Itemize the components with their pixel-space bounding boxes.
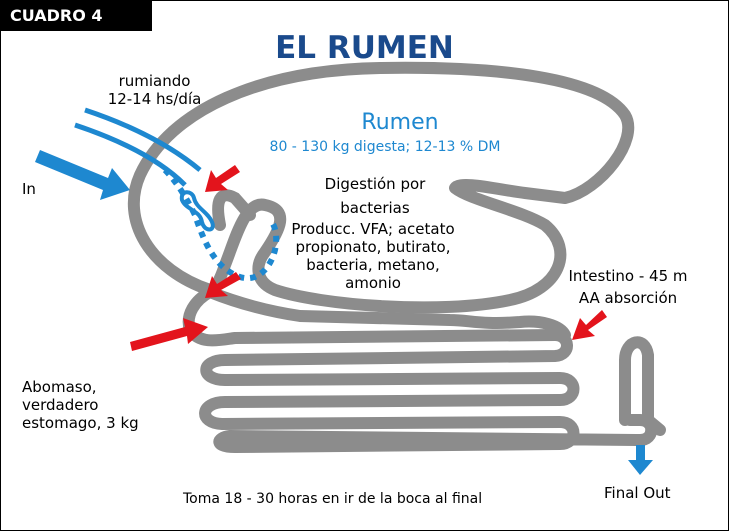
rumen-stats: 80 - 130 kg digesta; 12-13 % DM bbox=[269, 139, 501, 155]
esophagus-line-1 bbox=[74, 122, 187, 187]
rumen-sac bbox=[127, 61, 635, 314]
in-label: In bbox=[22, 180, 36, 198]
intestine-coils bbox=[182, 286, 658, 453]
arrow-abomaso bbox=[130, 318, 208, 351]
digestion-label: Digestión por bacterias bbox=[324, 175, 426, 217]
in-arrow bbox=[35, 150, 130, 200]
toma-label: Toma 18 - 30 horas en ir de la boca al f… bbox=[183, 491, 483, 507]
arrow-intestine bbox=[572, 310, 607, 340]
final-out-arrow bbox=[628, 445, 653, 475]
rumen-inner-fold bbox=[212, 189, 256, 231]
rumiando-label: rumiando 12-14 hs/día bbox=[107, 72, 202, 108]
arrow-stomach bbox=[205, 272, 241, 298]
final-out-label: Final Out bbox=[604, 484, 671, 502]
intestine-wiggle bbox=[204, 286, 571, 341]
rumination-dotted-path bbox=[162, 167, 280, 282]
esophagus-line-2 bbox=[84, 107, 202, 172]
reticulum-tube bbox=[179, 190, 215, 232]
abomaso-label: Abomaso, verdadero estomago, 3 kg bbox=[22, 378, 139, 432]
figure-tag: CUADRO 4 bbox=[0, 0, 152, 31]
arrow-rumen bbox=[205, 165, 240, 192]
intestine-end-loop bbox=[619, 336, 666, 436]
producc-label: Producc. VFA; acetato propionato, butira… bbox=[291, 220, 455, 292]
diagram-title: EL RUMEN bbox=[275, 30, 454, 66]
rumen-label: Rumen bbox=[361, 110, 439, 135]
intestino-label: Intestino - 45 m AA absorción bbox=[568, 267, 688, 307]
